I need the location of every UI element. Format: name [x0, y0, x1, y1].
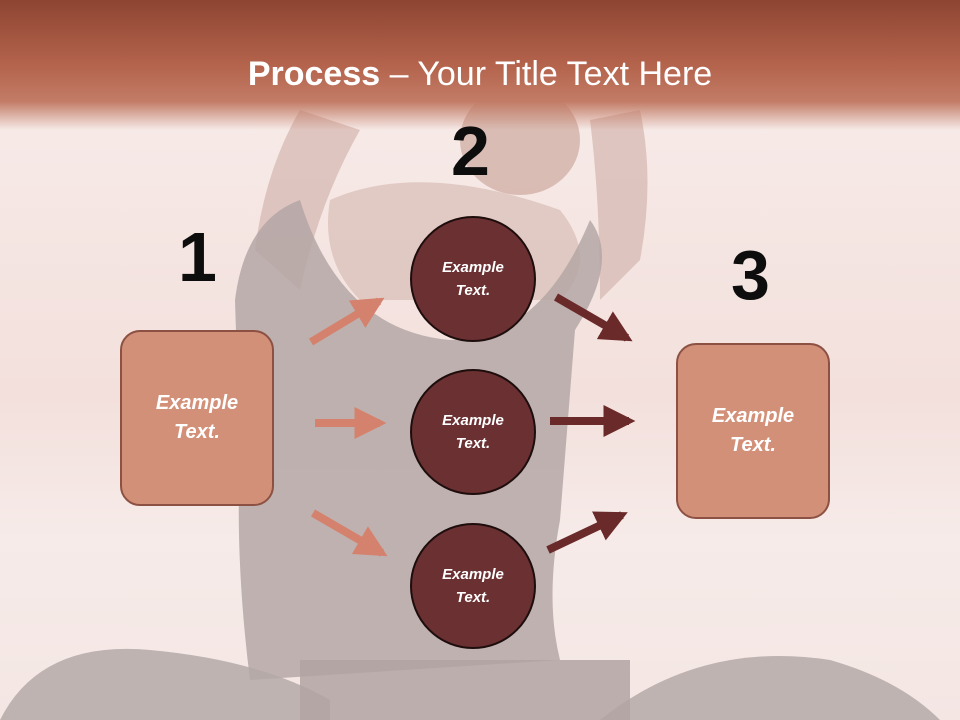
circle-2-text-line1: Example — [442, 412, 504, 429]
circle-2-text-line2: Text. — [455, 435, 491, 452]
arrow-circle3-to-box3 — [546, 511, 628, 554]
step-3-text-line1: Example — [711, 405, 795, 427]
title-bold: Process — [247, 55, 381, 93]
step-1-text-line2: Text. — [174, 421, 220, 443]
step-1-text-line1: Example — [155, 392, 239, 414]
title-bar — [0, 0, 960, 130]
circle-3-text-line1: Example — [442, 566, 504, 583]
step-number-3: 3 — [731, 236, 770, 314]
arrow-circle1-to-box3 — [553, 293, 633, 342]
circle-3-text-line2: Text. — [455, 589, 491, 606]
circle-1-text-line2: Text. — [455, 282, 491, 299]
arrow-box1-to-circle1 — [308, 297, 385, 346]
step-number-1: 1 — [178, 218, 217, 296]
arrow-box1-to-circle3 — [310, 509, 388, 557]
step-number-2: 2 — [451, 112, 490, 190]
slide-title: Process – Your Title Text Here — [0, 54, 960, 94]
step-3-text-line2: Text. — [730, 434, 776, 456]
circle-1-text-line1: Example — [442, 259, 504, 276]
title-rest: – Your Title Text Here — [380, 55, 713, 93]
